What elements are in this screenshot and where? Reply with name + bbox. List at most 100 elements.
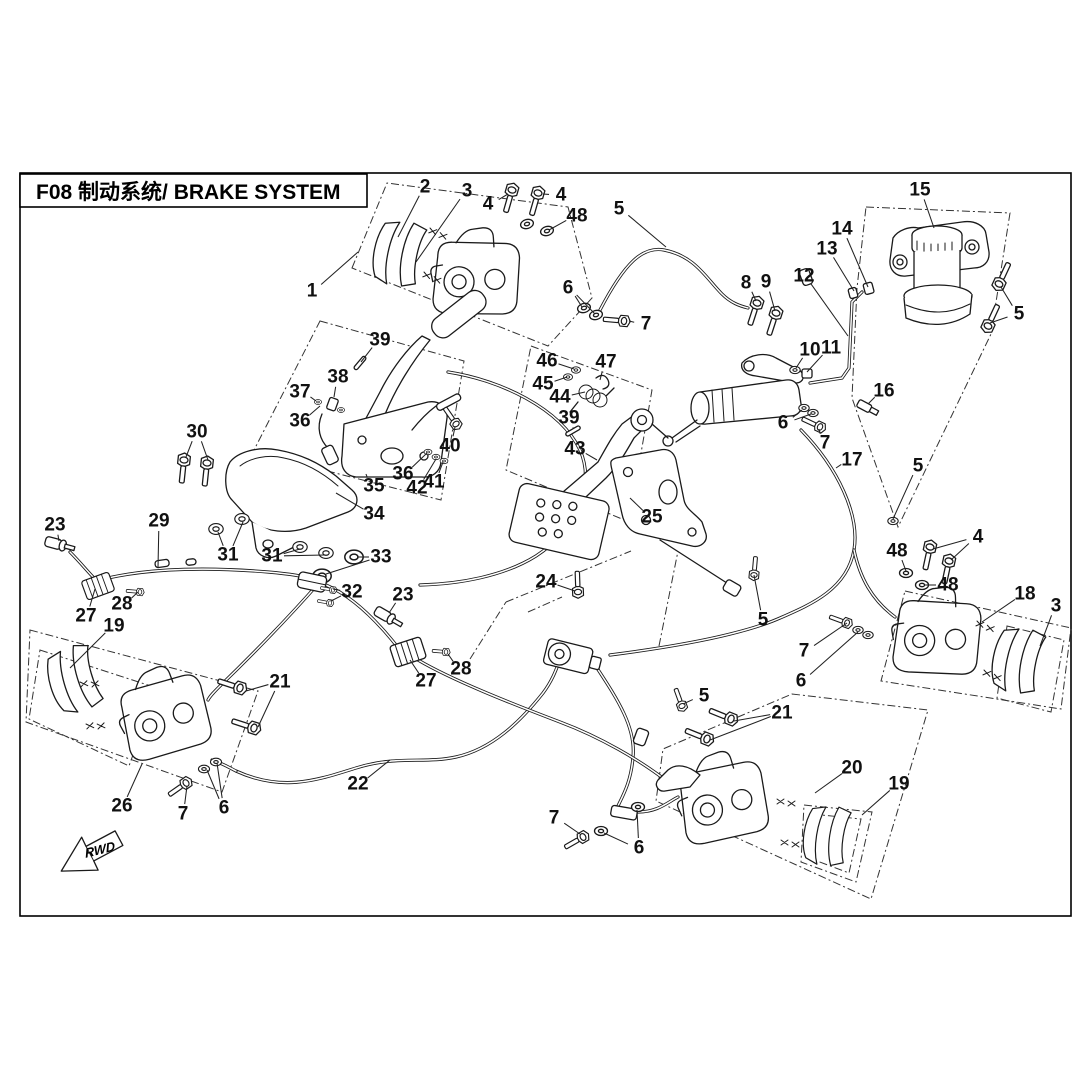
title-box bbox=[19, 173, 368, 208]
callout-leader bbox=[835, 464, 842, 469]
callout-leader bbox=[682, 699, 694, 705]
brake-lines bbox=[210, 247, 897, 814]
console-bracket-group bbox=[43, 448, 451, 669]
callout-leader bbox=[846, 237, 869, 288]
callout-48: 48 bbox=[886, 541, 907, 562]
callout-22: 22 bbox=[347, 774, 368, 795]
callout-leader bbox=[813, 622, 848, 646]
callout-leader bbox=[833, 257, 855, 292]
callout-24: 24 bbox=[535, 572, 557, 593]
callout-leader bbox=[310, 396, 317, 402]
callout-leader bbox=[809, 631, 859, 675]
callout-42: 42 bbox=[406, 478, 427, 499]
rwd-arrow: RWD bbox=[60, 830, 124, 872]
callout-leader bbox=[629, 497, 644, 511]
callout-leader bbox=[325, 559, 370, 575]
callout-21: 21 bbox=[771, 703, 793, 724]
callout-leader bbox=[733, 714, 771, 722]
callout-leader bbox=[332, 588, 341, 591]
callout-leader bbox=[810, 283, 849, 337]
callout-leader bbox=[1039, 615, 1053, 647]
page-title: F08 制动系统/ BRAKE SYSTEM bbox=[36, 180, 341, 204]
callout-44: 44 bbox=[549, 387, 571, 408]
callout-1: 1 bbox=[307, 281, 318, 302]
callout-leader bbox=[257, 690, 276, 728]
callout-leader bbox=[814, 773, 843, 794]
callout-leader bbox=[585, 453, 598, 461]
callout-7: 7 bbox=[549, 808, 560, 829]
callout-leader bbox=[157, 530, 160, 569]
front-left-caliper-group bbox=[367, 180, 814, 328]
callout-36: 36 bbox=[289, 411, 310, 432]
callout-leader bbox=[806, 354, 823, 373]
callout-30: 30 bbox=[186, 422, 207, 443]
callout-28: 28 bbox=[111, 594, 132, 615]
callout-5: 5 bbox=[699, 686, 710, 707]
callout-46: 46 bbox=[536, 351, 557, 372]
callout-2: 2 bbox=[420, 177, 431, 198]
callout-6: 6 bbox=[219, 798, 230, 819]
callout-leader bbox=[558, 363, 575, 370]
callout-leader bbox=[200, 441, 209, 461]
callout-5: 5 bbox=[758, 610, 769, 631]
callout-leader bbox=[599, 371, 603, 381]
callout-leader bbox=[447, 653, 454, 662]
callout-leader bbox=[360, 347, 373, 363]
callout-21: 21 bbox=[269, 672, 291, 693]
callout-leader bbox=[409, 659, 420, 674]
callout-34: 34 bbox=[363, 504, 385, 525]
callout-leader bbox=[548, 220, 567, 231]
callout-leader bbox=[867, 396, 876, 405]
callout-leader bbox=[309, 405, 321, 416]
callout-48: 48 bbox=[566, 206, 587, 227]
callout-leader bbox=[576, 294, 596, 315]
callout-leader bbox=[184, 785, 188, 805]
callout-leader bbox=[628, 320, 635, 323]
callout-14: 14 bbox=[831, 219, 853, 240]
callout-leader bbox=[794, 413, 812, 421]
callout-32: 32 bbox=[341, 582, 362, 603]
callout-5: 5 bbox=[1014, 304, 1025, 325]
callout-16: 16 bbox=[873, 381, 894, 402]
callout-leader bbox=[397, 195, 420, 238]
callout-leader bbox=[57, 534, 60, 542]
callout-3: 3 bbox=[1051, 596, 1062, 617]
callout-15: 15 bbox=[909, 180, 931, 201]
callout-10: 10 bbox=[799, 340, 820, 361]
rwd-label: RWD bbox=[84, 838, 116, 861]
callout-leader bbox=[333, 386, 337, 398]
callout-27: 27 bbox=[75, 606, 96, 627]
callout-13: 13 bbox=[816, 239, 837, 260]
callout-leader bbox=[388, 602, 397, 614]
callout-leader bbox=[627, 214, 667, 248]
callout-40: 40 bbox=[439, 436, 460, 457]
callout-leader bbox=[563, 822, 581, 835]
callout-leader bbox=[892, 474, 914, 520]
callout-leader bbox=[89, 588, 96, 607]
callout-19: 19 bbox=[103, 616, 124, 637]
callout-5: 5 bbox=[614, 199, 625, 220]
callout-leader bbox=[126, 763, 143, 798]
callout-leader bbox=[792, 409, 803, 418]
callout-9: 9 bbox=[761, 272, 772, 293]
callout-leader bbox=[498, 193, 509, 200]
callout-leader bbox=[330, 595, 342, 602]
callout-7: 7 bbox=[820, 433, 831, 454]
callout-39: 39 bbox=[558, 408, 579, 429]
parking-lever-group bbox=[314, 289, 487, 478]
callout-leader bbox=[216, 762, 223, 799]
callout-18: 18 bbox=[1014, 584, 1035, 605]
callout-leader bbox=[769, 291, 776, 312]
callout-leader bbox=[603, 832, 629, 845]
callout-3: 3 bbox=[462, 181, 473, 202]
callout-leader bbox=[415, 198, 461, 263]
callout-leader bbox=[554, 376, 568, 382]
callout-31: 31 bbox=[261, 546, 283, 567]
callout-leader bbox=[423, 458, 437, 480]
callout-33: 33 bbox=[370, 547, 391, 568]
callout-leader bbox=[365, 473, 368, 478]
callout-leader bbox=[452, 426, 456, 437]
callout-6: 6 bbox=[634, 838, 645, 859]
callout-leader bbox=[438, 461, 444, 474]
